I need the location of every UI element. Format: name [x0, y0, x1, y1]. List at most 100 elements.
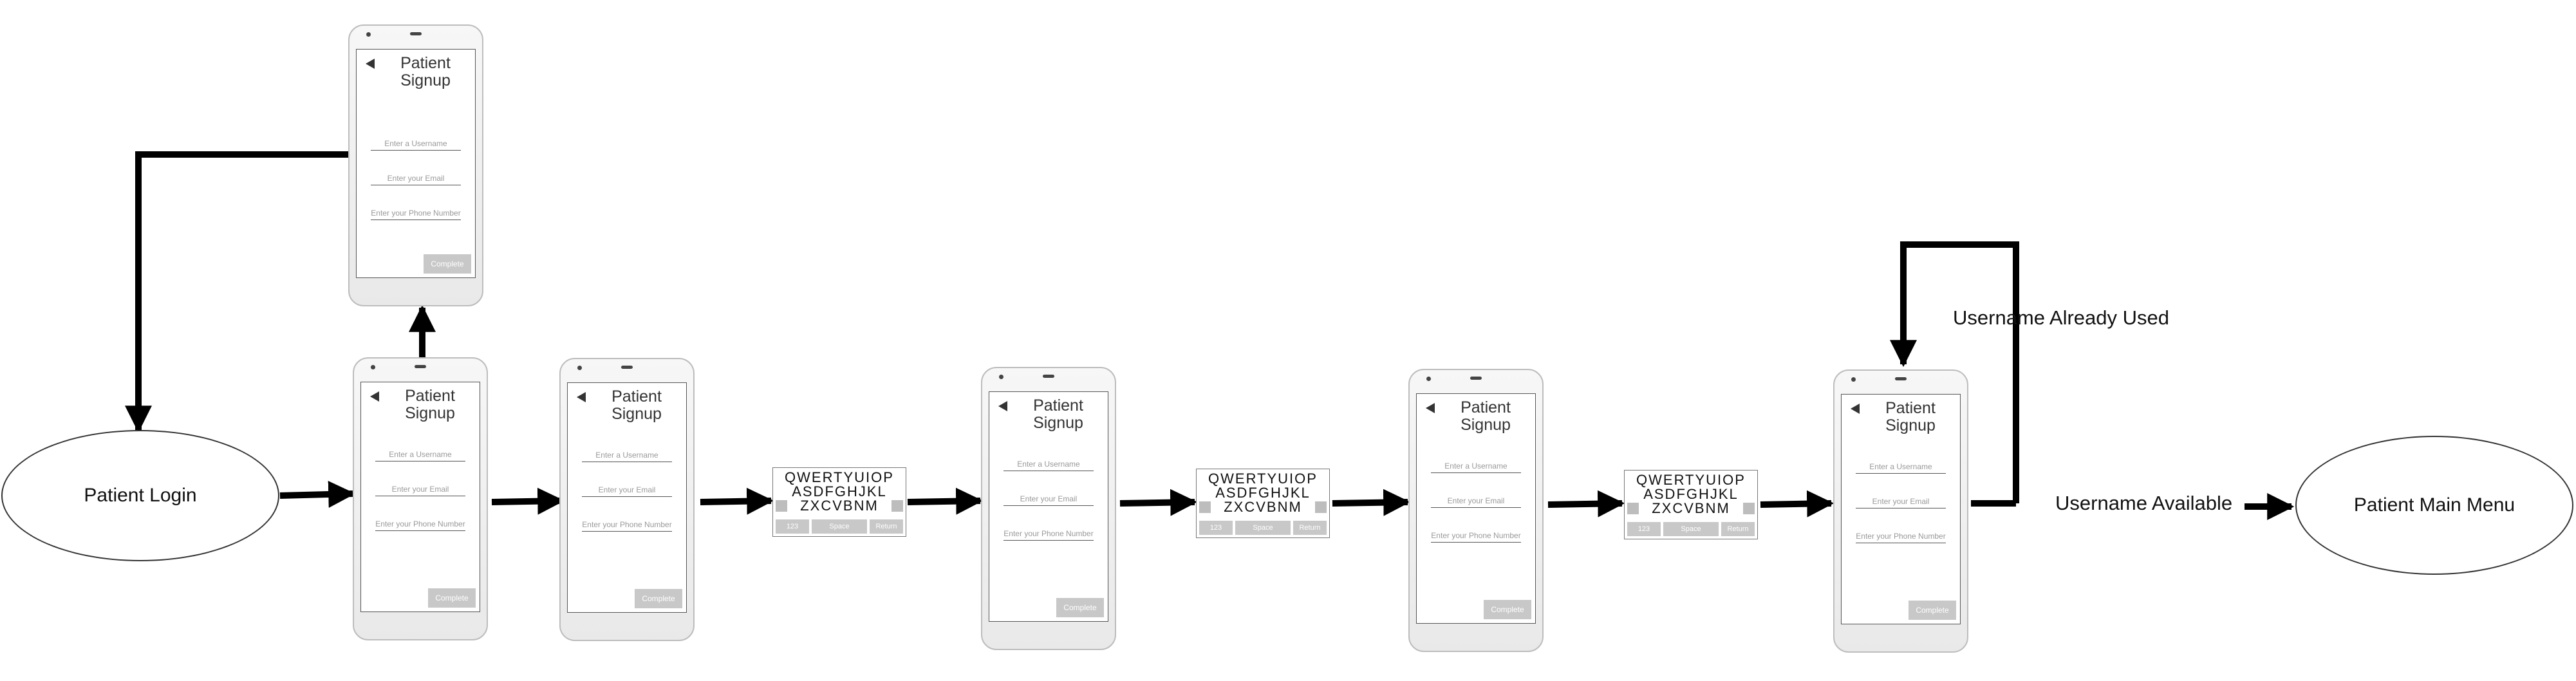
- username-field[interactable]: Enter a Username: [582, 449, 672, 462]
- phone-field[interactable]: Enter your Phone Number: [1856, 530, 1946, 543]
- complete-button[interactable]: Complete: [635, 589, 682, 608]
- back-arrow-icon[interactable]: [1426, 403, 1435, 413]
- complete-button[interactable]: Complete: [1484, 600, 1531, 619]
- username-field[interactable]: Enter a Username: [371, 137, 461, 151]
- keyboard-row-3[interactable]: ZXCVBNM: [1652, 500, 1730, 516]
- arrow-step3-to-kbd2: [1119, 489, 1198, 516]
- username-field[interactable]: Enter a Username: [1431, 460, 1521, 473]
- label-username-available: Username Available: [2055, 492, 2233, 514]
- complete-button[interactable]: Complete: [424, 254, 471, 274]
- arrow-kbd3-to-step5: [1760, 490, 1834, 518]
- keyboard-row-1[interactable]: QWERTYUIOP: [785, 469, 894, 485]
- arrow-username-used-loop: [1890, 241, 2019, 503]
- label-username-used: Username Already Used: [1953, 306, 2169, 329]
- phone-field[interactable]: Enter your Phone Number: [1431, 529, 1521, 543]
- arrow-step1-to-step2: [491, 487, 565, 515]
- key-123[interactable]: 123: [1627, 522, 1661, 536]
- username-field[interactable]: Enter a Username: [375, 448, 465, 462]
- speaker-slot: [415, 365, 426, 368]
- back-arrow-icon[interactable]: [370, 391, 379, 402]
- keyboard-2: QWERTYUIOP ASDFGHJKL ZXCVBNM 123 Space R…: [1196, 469, 1330, 538]
- keyboard-1: QWERTYUIOP ASDFGHJKL ZXCVBNM 123 Space R…: [772, 467, 906, 537]
- username-field[interactable]: Enter a Username: [1003, 458, 1094, 471]
- phone-field[interactable]: Enter your Phone Number: [1003, 527, 1094, 541]
- phone-field[interactable]: Enter your Phone Number: [371, 207, 461, 220]
- camera-dot: [1426, 377, 1431, 381]
- delete-key[interactable]: [891, 500, 903, 512]
- key-space[interactable]: Space: [1663, 522, 1719, 536]
- email-field[interactable]: Enter your Email: [1431, 494, 1521, 508]
- key-space[interactable]: Space: [812, 519, 867, 534]
- key-return[interactable]: Return: [1721, 522, 1755, 536]
- key-123[interactable]: 123: [1199, 521, 1233, 535]
- speaker-slot: [1895, 377, 1907, 380]
- keyboard-bottom-row: 123 Space Return: [1199, 521, 1327, 535]
- email-field[interactable]: Enter your Email: [1856, 495, 1946, 508]
- key-123[interactable]: 123: [776, 519, 809, 534]
- arrow-signup-to-login: [125, 151, 351, 433]
- key-return[interactable]: Return: [1293, 521, 1327, 535]
- keyboard-row-2[interactable]: ASDFGHJKL: [792, 483, 887, 499]
- delete-key[interactable]: [1315, 501, 1327, 513]
- keyboard-bottom-row: 123 Space Return: [1627, 522, 1755, 536]
- arrow-step4-to-kbd3: [1547, 490, 1625, 518]
- arrow-kbd2-to-step4: [1332, 489, 1411, 516]
- username-field[interactable]: Enter a Username: [1856, 460, 1946, 474]
- shift-key[interactable]: [776, 500, 787, 512]
- email-field[interactable]: Enter your Email: [371, 172, 461, 185]
- keyboard-row-1[interactable]: QWERTYUIOP: [1208, 471, 1318, 487]
- email-field[interactable]: Enter your Email: [1003, 492, 1094, 506]
- complete-button[interactable]: Complete: [1909, 601, 1956, 620]
- back-arrow-icon[interactable]: [1851, 404, 1860, 414]
- phone-field[interactable]: Enter your Phone Number: [375, 518, 465, 531]
- complete-button[interactable]: Complete: [428, 588, 476, 608]
- key-return[interactable]: Return: [870, 519, 903, 534]
- keyboard-row-1[interactable]: QWERTYUIOP: [1636, 472, 1746, 488]
- speaker-slot: [621, 366, 633, 369]
- camera-dot: [577, 366, 582, 370]
- shift-key[interactable]: [1627, 503, 1639, 514]
- keyboard-row-2[interactable]: ASDFGHJKL: [1643, 486, 1739, 502]
- phone-field[interactable]: Enter your Phone Number: [582, 518, 672, 532]
- camera-dot: [371, 365, 375, 369]
- key-space[interactable]: Space: [1235, 521, 1291, 535]
- speaker-slot: [1043, 375, 1054, 378]
- back-arrow-icon[interactable]: [577, 392, 586, 402]
- back-arrow-icon[interactable]: [998, 401, 1007, 411]
- camera-dot: [1851, 377, 1856, 382]
- delete-key[interactable]: [1743, 503, 1755, 514]
- keyboard-row-3[interactable]: ZXCVBNM: [800, 498, 879, 514]
- keyboard-bottom-row: 123 Space Return: [776, 519, 903, 534]
- arrow-step2-to-kbd1: [700, 487, 774, 515]
- end-node-label: Patient Main Menu: [2353, 494, 2515, 516]
- complete-button[interactable]: Complete: [1056, 598, 1104, 617]
- email-field[interactable]: Enter your Email: [375, 483, 465, 496]
- email-field[interactable]: Enter your Email: [582, 483, 672, 497]
- camera-dot: [366, 32, 371, 37]
- shift-key[interactable]: [1199, 501, 1211, 513]
- keyboard-row-3[interactable]: ZXCVBNM: [1224, 499, 1302, 515]
- arrow-login-to-signup: [279, 481, 356, 508]
- start-node-label: Patient Login: [84, 485, 197, 506]
- start-node-patient-login: Patient Login: [1, 430, 279, 561]
- arrow-kbd1-to-step3: [907, 487, 984, 515]
- back-arrow-icon[interactable]: [366, 59, 375, 69]
- keyboard-row-2[interactable]: ASDFGHJKL: [1215, 485, 1311, 501]
- keyboard-3: QWERTYUIOP ASDFGHJKL ZXCVBNM 123 Space R…: [1624, 470, 1758, 539]
